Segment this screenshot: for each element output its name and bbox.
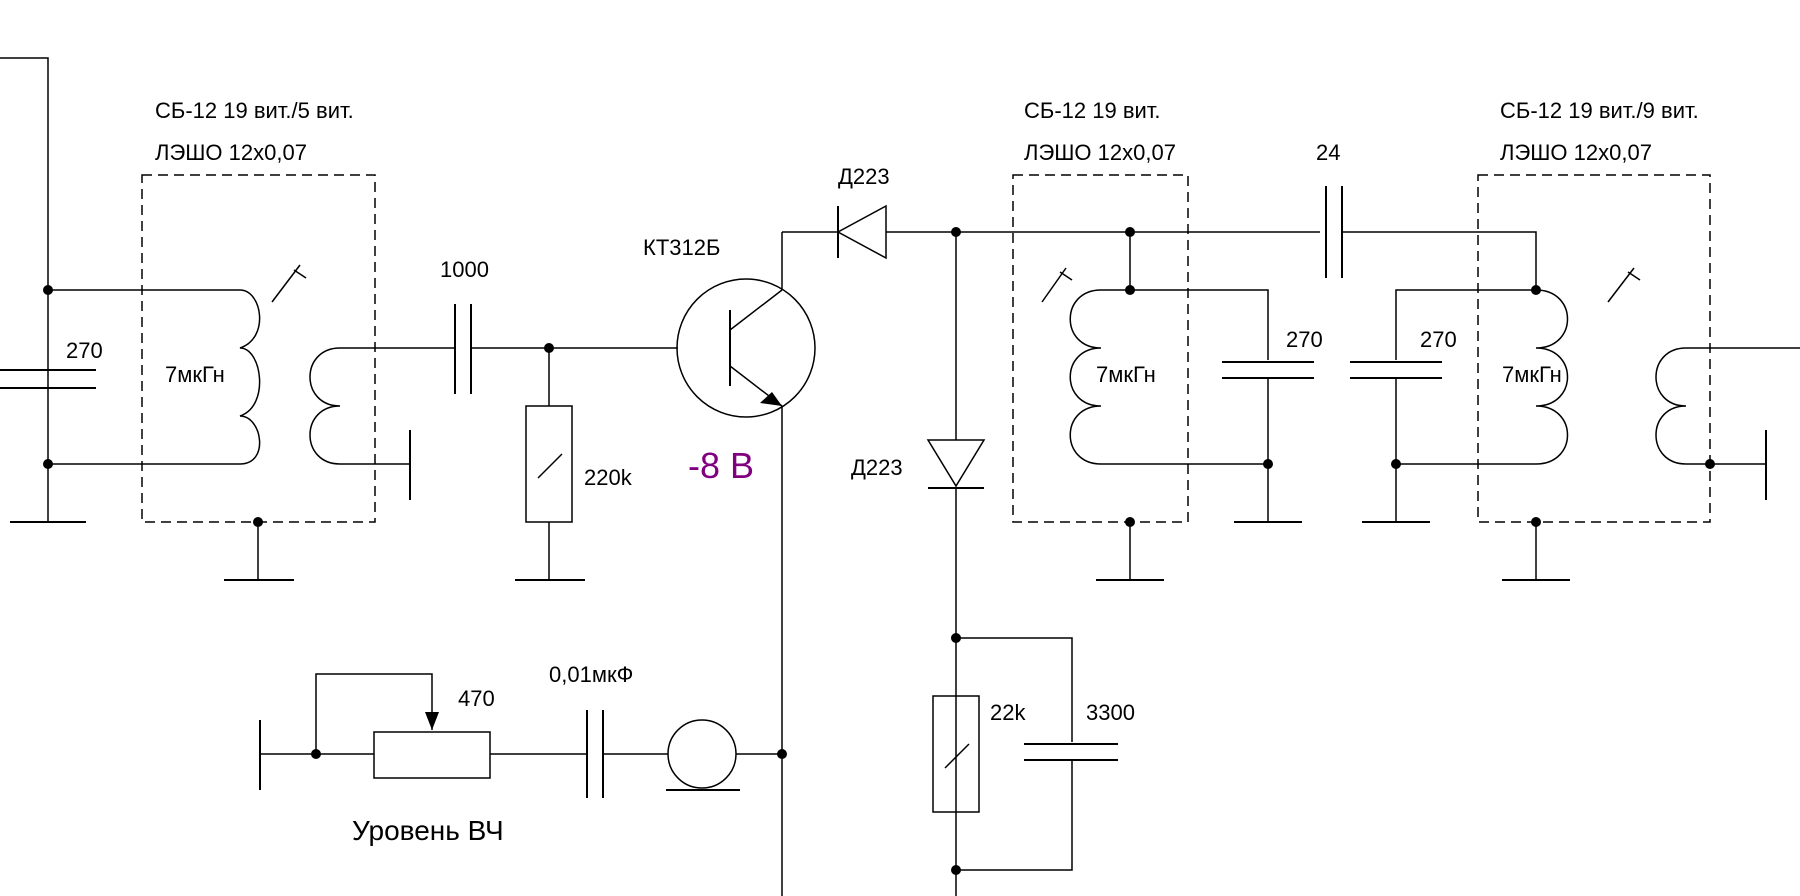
base-resistor xyxy=(515,343,585,581)
coil2-core-label: СБ-12 19 вит. xyxy=(1024,98,1161,123)
shunt-diode-label: Д223 xyxy=(851,455,903,480)
coil3-group xyxy=(1350,174,1800,581)
link-capacitor xyxy=(1325,186,1537,290)
coil3-core-label: СБ-12 19 вит./9 вит. xyxy=(1500,98,1699,123)
level-potentiometer xyxy=(373,731,491,779)
rf-level-label: Уровень ВЧ xyxy=(352,815,504,846)
input-section xyxy=(0,57,240,523)
coil1-core-label: СБ-12 19 вит./5 вит. xyxy=(155,98,354,123)
transistor xyxy=(676,232,816,896)
coupling-capacitor-label: 1000 xyxy=(440,257,489,282)
coil1-wire-label: ЛЭШО 12x0,07 xyxy=(155,140,307,165)
transistor-label: КТ312Б xyxy=(643,235,720,260)
coil3-capacitor-label: 270 xyxy=(1420,327,1457,352)
supply-voltage-label: -8 В xyxy=(688,445,754,486)
coil3-inductance-label: 7мкГн xyxy=(1502,362,1562,387)
load-resistor-label: 22k xyxy=(990,700,1026,725)
link-capacitor-label: 24 xyxy=(1316,140,1340,165)
coupling-capacitor xyxy=(340,304,678,394)
filter-capacitor xyxy=(951,633,1118,875)
coil2-winding xyxy=(1069,289,1102,465)
series-diode-label: Д223 xyxy=(838,164,890,189)
rf-output-connector xyxy=(667,719,737,789)
input-capacitor xyxy=(0,369,96,389)
coil3-wire-label: ЛЭШО 12x0,07 xyxy=(1500,140,1652,165)
potentiometer-label: 470 xyxy=(458,686,495,711)
coil1-secondary-winding xyxy=(309,347,341,465)
series-diode xyxy=(782,204,1320,260)
coil2-inductance-label: 7мкГн xyxy=(1096,362,1156,387)
coil1-primary-winding xyxy=(239,289,261,465)
input-capacitor-label: 270 xyxy=(66,338,103,363)
coil2-wire-label: ЛЭШО 12x0,07 xyxy=(1024,140,1176,165)
rf-level-control xyxy=(259,673,787,798)
shunt-diode xyxy=(926,232,986,896)
coil2-group xyxy=(1012,174,1314,581)
base-resistor-label: 220k xyxy=(584,465,633,490)
load-resistor xyxy=(932,695,980,813)
coil1-inductance-label: 7мкГн xyxy=(165,362,225,387)
output-capacitor-label: 0,01мкФ xyxy=(549,662,633,687)
coil2-shield xyxy=(1012,174,1189,523)
filter-capacitor-label: 3300 xyxy=(1086,700,1135,725)
coil3-primary-winding xyxy=(1535,289,1569,465)
coil3-secondary-winding xyxy=(1655,347,1800,465)
coil3-shield xyxy=(1477,174,1711,523)
coil2-capacitor-label: 270 xyxy=(1286,327,1323,352)
